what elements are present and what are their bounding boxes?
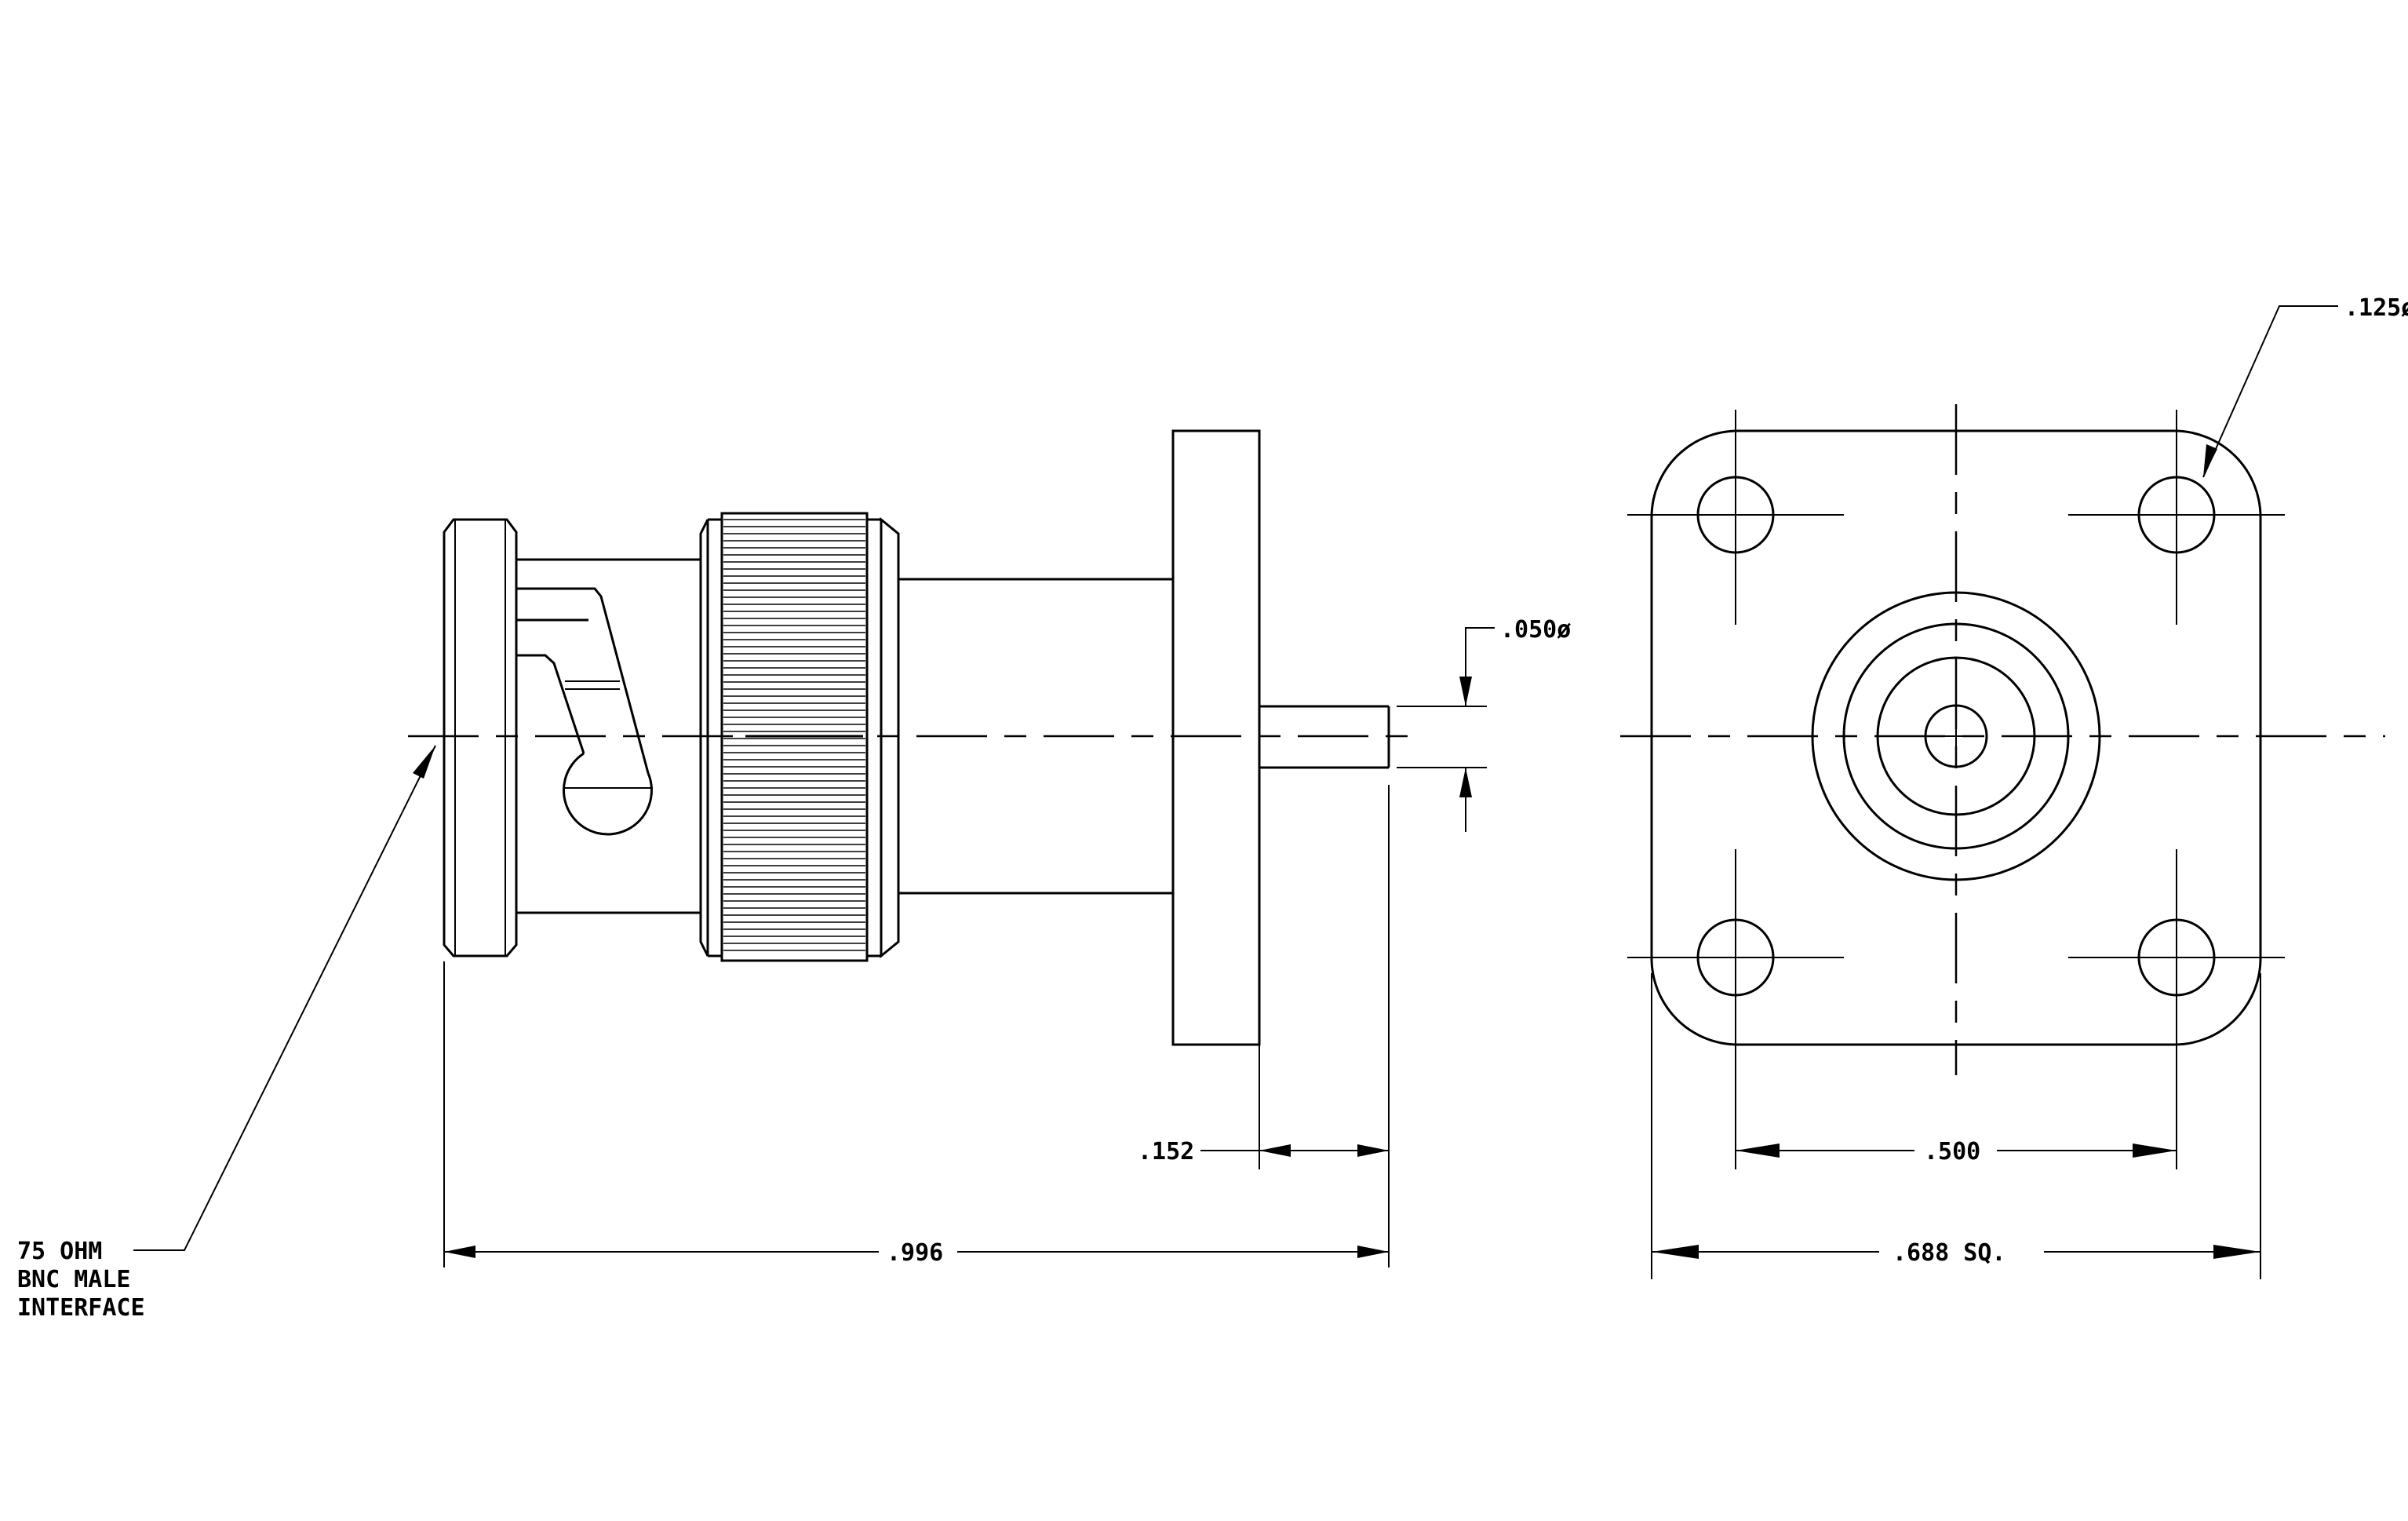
side-view: .050ø .152 .996 75 OHM BNC MALE bbox=[17, 429, 1571, 1322]
pin-length-dimension: .152 bbox=[1138, 785, 1390, 1268]
knurl-pattern bbox=[723, 519, 865, 951]
bnc-bayonet-body bbox=[516, 558, 701, 914]
interface-label-line3: INTERFACE bbox=[17, 1294, 145, 1322]
overall-length-label: .996 bbox=[887, 1239, 943, 1267]
contact-pin bbox=[1259, 705, 1390, 769]
rear-body bbox=[898, 578, 1173, 895]
bnc-coupling-ring bbox=[443, 518, 518, 957]
hole-spacing-dimension: .500 bbox=[1735, 1044, 2177, 1169]
pin-diameter-dimension: .050ø bbox=[1397, 616, 1571, 832]
mounting-hole-bottom-right bbox=[2068, 849, 2285, 1044]
interface-callout: 75 OHM BNC MALE INTERFACE bbox=[17, 745, 436, 1322]
mounting-hole-top-left bbox=[1627, 410, 1844, 625]
flange-square-dimension: .688 SQ. bbox=[1651, 973, 2261, 1279]
front-view: .125ø .500 .688 SQ. bbox=[1620, 294, 2408, 1279]
hole-diameter-callout: .125ø bbox=[2202, 294, 2408, 478]
connector-face bbox=[1811, 591, 2101, 881]
knurled-nut bbox=[699, 512, 900, 962]
interface-label-line1: 75 OHM bbox=[17, 1238, 102, 1265]
pin-diameter-label: .050ø bbox=[1500, 616, 1571, 644]
mounting-hole-top-right bbox=[2068, 410, 2285, 625]
mounting-hole-bottom-left bbox=[1627, 849, 1844, 1044]
interface-label-line2: BNC MALE bbox=[17, 1266, 131, 1293]
hole-diameter-label: .125ø bbox=[2344, 294, 2408, 322]
flange-side bbox=[1171, 429, 1261, 1046]
overall-length-dimension: .996 bbox=[443, 961, 1389, 1268]
flange-square-label: .688 SQ. bbox=[1893, 1239, 2006, 1267]
hole-spacing-label: .500 bbox=[1924, 1138, 1980, 1165]
pin-length-label: .152 bbox=[1138, 1138, 1194, 1165]
